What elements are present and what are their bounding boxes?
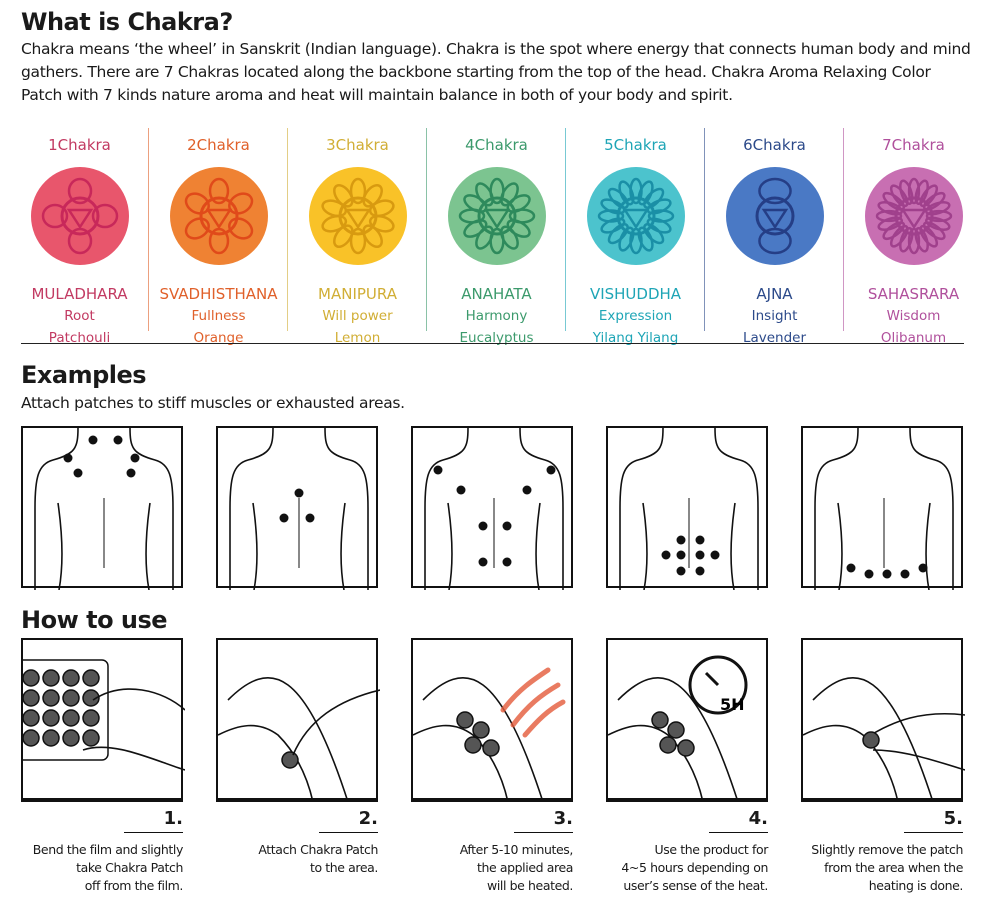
how-to-step: 1. Bend the film and slightly take Chakra … bbox=[21, 800, 183, 895]
chakra-meaning: Will power bbox=[322, 308, 393, 324]
chakra-name: AJNA bbox=[756, 285, 793, 303]
examples-title: Examples bbox=[21, 361, 147, 389]
chakra-symbol-icon bbox=[169, 167, 268, 265]
chakra-description: Chakra means ‘the wheel’ in Sanskrit (In… bbox=[21, 40, 971, 104]
chakra-symbol-icon bbox=[447, 167, 546, 265]
step-text-line: user’s sense of the heat. bbox=[623, 878, 768, 893]
chakra-meaning: Root bbox=[64, 308, 95, 324]
step-number: 3. bbox=[513, 808, 573, 833]
example-body-illustration bbox=[411, 426, 573, 590]
chakra-symbol-icon bbox=[725, 167, 824, 265]
how-to-step: 3. After 5-10 minutes, the applied area wil… bbox=[411, 800, 573, 895]
chakra-3: 3Chakra MANIPURA Will power Lemon bbox=[288, 128, 427, 346]
chakra-aroma: Yilang Yilang bbox=[592, 330, 679, 346]
chakra-number: 5Chakra bbox=[604, 136, 667, 154]
chakra-divider bbox=[704, 128, 705, 331]
step-number: 5. bbox=[903, 808, 963, 833]
chakra-number: 6Chakra bbox=[743, 136, 806, 154]
what-is-chakra-title: What is Chakra? bbox=[21, 8, 233, 36]
step-number: 2. bbox=[318, 808, 378, 833]
how-to-step: 5. Slightly remove the patch from the area… bbox=[801, 800, 963, 895]
step-text-line: After 5-10 minutes, bbox=[459, 842, 574, 857]
step-text-line: Bend the film and slightly bbox=[32, 842, 184, 857]
step-number: 4. bbox=[708, 808, 768, 833]
step-number: 1. bbox=[123, 808, 183, 833]
step-text-line: Use the product for bbox=[654, 842, 769, 857]
chakra-symbol-icon bbox=[30, 167, 129, 265]
how-to-step: 4. Use the product for 4~5 hours depending… bbox=[606, 800, 768, 895]
chakra-meaning: Fullness bbox=[191, 308, 246, 324]
chakra-meaning: Insight bbox=[751, 308, 798, 324]
chakra-name: SVADHISTHANA bbox=[159, 285, 278, 303]
chakra-symbol-icon bbox=[864, 167, 963, 265]
step-text-line: the applied area bbox=[476, 860, 573, 875]
chakra-1: 1Chakra MULADHARA Root Patchouli bbox=[10, 128, 149, 346]
chakra-5: 5Chakra VISHUDDHA Expression Yilang Yila… bbox=[566, 128, 705, 346]
how-to-step-illustration bbox=[216, 638, 380, 802]
chakra-aroma: Eucalyptus bbox=[459, 330, 534, 346]
chakra-number: 7Chakra bbox=[882, 136, 945, 154]
step-text-line: off from the film. bbox=[84, 878, 184, 893]
how-to-step-illustration bbox=[411, 638, 573, 802]
chakra-meaning: Expression bbox=[598, 308, 673, 324]
chakra-aroma: Lavender bbox=[742, 330, 807, 346]
example-body-illustration bbox=[21, 426, 183, 590]
step-text-line: take Chakra Patch bbox=[76, 860, 183, 875]
chakra-aroma: Patchouli bbox=[48, 330, 111, 346]
chakra-meaning: Wisdom bbox=[886, 308, 941, 324]
how-to-use-title: How to use bbox=[21, 606, 168, 634]
example-body-illustration bbox=[606, 426, 768, 590]
section-divider bbox=[21, 343, 964, 344]
chakra-meaning: Harmony bbox=[465, 308, 528, 324]
step-text-line: to the area. bbox=[309, 860, 378, 875]
chakra-name: SAHASRARA bbox=[867, 285, 960, 303]
chakra-2: 2Chakra SVADHISTHANA Fullness Orange bbox=[149, 128, 288, 346]
timer-label: 5H bbox=[720, 695, 745, 714]
examples-description: Attach patches to stiff muscles or exhau… bbox=[21, 394, 405, 412]
chakra-number: 4Chakra bbox=[465, 136, 528, 154]
chakra-number: 3Chakra bbox=[326, 136, 389, 154]
chakra-4: 4Chakra ANAHATA Harmony Eucalyptus bbox=[427, 128, 566, 346]
example-body-illustration bbox=[801, 426, 963, 590]
chakra-symbol-icon bbox=[586, 167, 685, 265]
chakra-7: 7Chakra SAHASRARA Wisdom Olibanum bbox=[844, 128, 983, 346]
chakra-aroma: Olibanum bbox=[880, 330, 947, 346]
step-text-line: Slightly remove the patch bbox=[811, 842, 963, 857]
step-text-line: from the area when the bbox=[824, 860, 963, 875]
chakra-divider bbox=[148, 128, 149, 331]
step-text-line: heating is done. bbox=[868, 878, 964, 893]
chakra-name: MANIPURA bbox=[318, 285, 397, 303]
step-text-line: 4~5 hours depending on bbox=[621, 860, 768, 875]
chakra-divider bbox=[843, 128, 844, 331]
chakra-divider bbox=[565, 128, 566, 331]
example-body-illustration bbox=[216, 426, 378, 590]
chakra-divider bbox=[287, 128, 288, 331]
how-to-step: 2. Attach Chakra Patch to the area. bbox=[216, 800, 378, 877]
chakra-aroma: Lemon bbox=[334, 330, 381, 346]
how-to-step-illustration bbox=[801, 638, 965, 802]
chakra-symbol-icon bbox=[308, 167, 407, 265]
chakra-number: 2Chakra bbox=[187, 136, 250, 154]
how-to-step-illustration bbox=[21, 638, 185, 800]
step-text-line: Attach Chakra Patch bbox=[258, 842, 378, 857]
chakra-number: 1Chakra bbox=[48, 136, 111, 154]
chakra-6: 6Chakra AJNA Insight Lavender bbox=[705, 128, 844, 346]
chakra-name: ANAHATA bbox=[461, 285, 532, 303]
step-text-line: will be heated. bbox=[487, 878, 573, 893]
chakra-name: VISHUDDHA bbox=[589, 285, 682, 303]
chakra-name: MULADHARA bbox=[31, 285, 128, 303]
how-to-step-illustration: 5H bbox=[606, 638, 768, 802]
chakra-divider bbox=[426, 128, 427, 331]
chakra-aroma: Orange bbox=[193, 330, 244, 346]
